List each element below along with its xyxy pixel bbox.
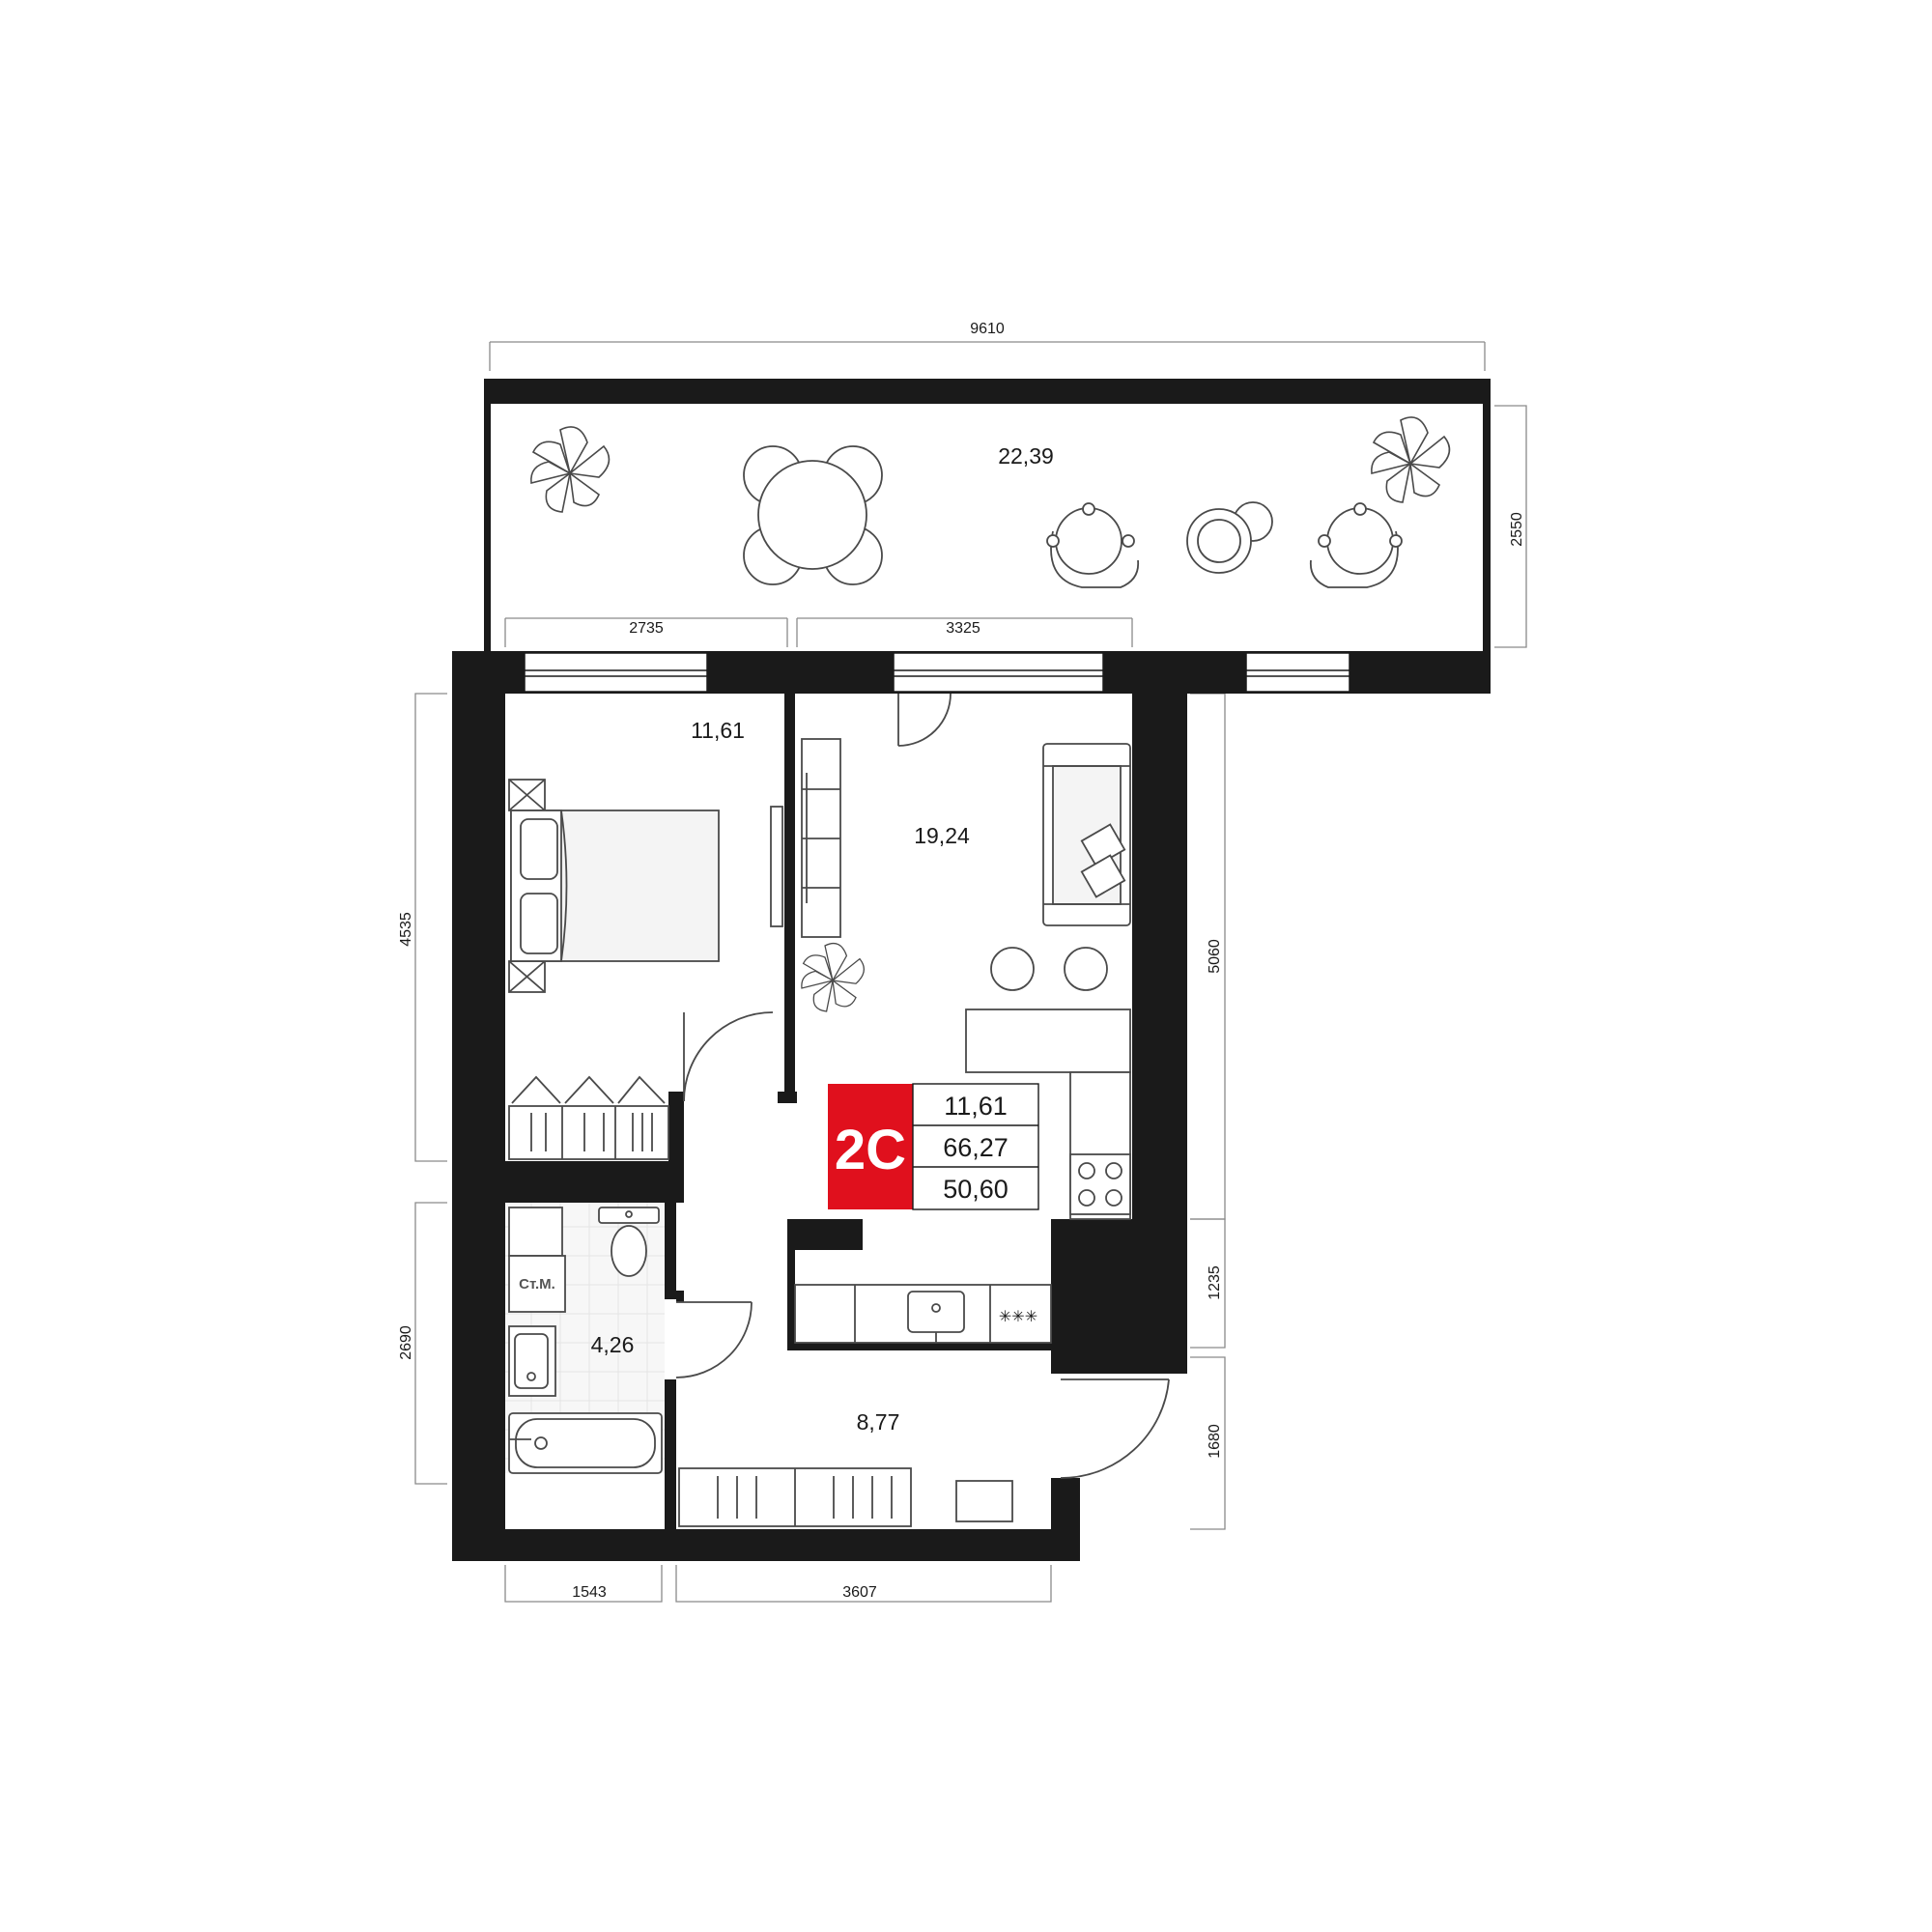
round-table-icon: [743, 445, 883, 585]
dim-left-upper: 4535: [398, 912, 414, 947]
chair-icon: [1064, 947, 1108, 991]
hob-icon: ✳✳✳: [999, 1309, 1037, 1325]
plant-icon: [530, 426, 611, 513]
shelf-icon: [801, 738, 841, 938]
stove-icon: [1069, 1153, 1131, 1215]
sink-icon: [508, 1325, 556, 1397]
dim-left-lower: 2690: [398, 1325, 414, 1360]
summary-row-2: 66,27: [943, 1133, 1009, 1162]
dim-top-left: 2735: [629, 620, 664, 637]
balcony-top-wall: [484, 379, 1491, 404]
plan-code: 2C: [835, 1119, 906, 1181]
summary-row-1: 11,61: [944, 1092, 1008, 1121]
chair-icon: [1046, 502, 1140, 588]
windows: [524, 652, 1350, 693]
kitchen-niche: ✳✳✳: [794, 1284, 1052, 1344]
cabinet: [508, 1207, 563, 1257]
bedroom-furniture: [508, 779, 783, 1160]
dim-right-mid: 1235: [1207, 1265, 1223, 1300]
round-table-icon: [1186, 501, 1273, 574]
area-bedroom: 11,61: [691, 718, 745, 743]
dim-top-mid: 3325: [946, 620, 980, 637]
living-furniture: [801, 738, 1131, 1220]
sofa-icon: [1042, 743, 1131, 926]
washer-label: Ст.М.: [519, 1276, 555, 1293]
balcony-right-wall: [1483, 379, 1491, 651]
balcony-furniture: [530, 416, 1451, 588]
dim-right-balcony: 2550: [1509, 512, 1525, 547]
dim-right-upper: 5060: [1207, 939, 1223, 974]
window-bedroom: [524, 652, 708, 693]
toilet-icon: [598, 1207, 660, 1277]
plant-icon: [801, 943, 865, 1012]
dim-top-total: 9610: [970, 321, 1005, 337]
dim-right-lower: 1680: [1207, 1424, 1223, 1459]
area-hall: 8,77: [857, 1409, 900, 1435]
kitchen-counter: [965, 1009, 1131, 1073]
balcony-left-wall: [484, 379, 491, 651]
plant-icon: [1371, 416, 1451, 503]
apartment-info-badge: 2C 11,61 66,27 50,60: [828, 1083, 1039, 1210]
window-living: [893, 652, 1104, 693]
dim-bottom-right: 3607: [842, 1584, 877, 1601]
hall-furniture: [678, 1467, 1013, 1527]
chair-icon: [1309, 502, 1403, 588]
window-balcony-door: [1245, 652, 1350, 693]
wardrobe-icon: [678, 1467, 912, 1527]
plan-code-badge: [828, 1084, 913, 1209]
summary-row-3: 50,60: [943, 1175, 1009, 1204]
sink-icon: [907, 1291, 965, 1343]
chair-icon: [990, 947, 1035, 991]
bed-icon: [510, 810, 720, 962]
tv-icon: [770, 806, 783, 927]
pouf-icon: [955, 1480, 1013, 1522]
bathtub-icon: [508, 1412, 663, 1474]
wardrobe-icon: [508, 1075, 669, 1160]
washer-icon: Ст.М.: [508, 1255, 566, 1313]
dimension-lines: 9610 2735 3325 2550 4535 2690 5060 1235 …: [398, 321, 1527, 1603]
balcony: [484, 379, 1491, 651]
bathroom: Ст.М.: [505, 1203, 665, 1474]
area-living: 19,24: [914, 823, 970, 848]
area-balcony: 22,39: [998, 443, 1054, 469]
dim-bottom-left: 1543: [572, 1584, 607, 1601]
area-bathroom: 4,26: [591, 1332, 635, 1357]
doors: [675, 693, 1170, 1479]
room-areas: 22,39 11,61 19,24 4,26 8,77: [591, 443, 1054, 1435]
